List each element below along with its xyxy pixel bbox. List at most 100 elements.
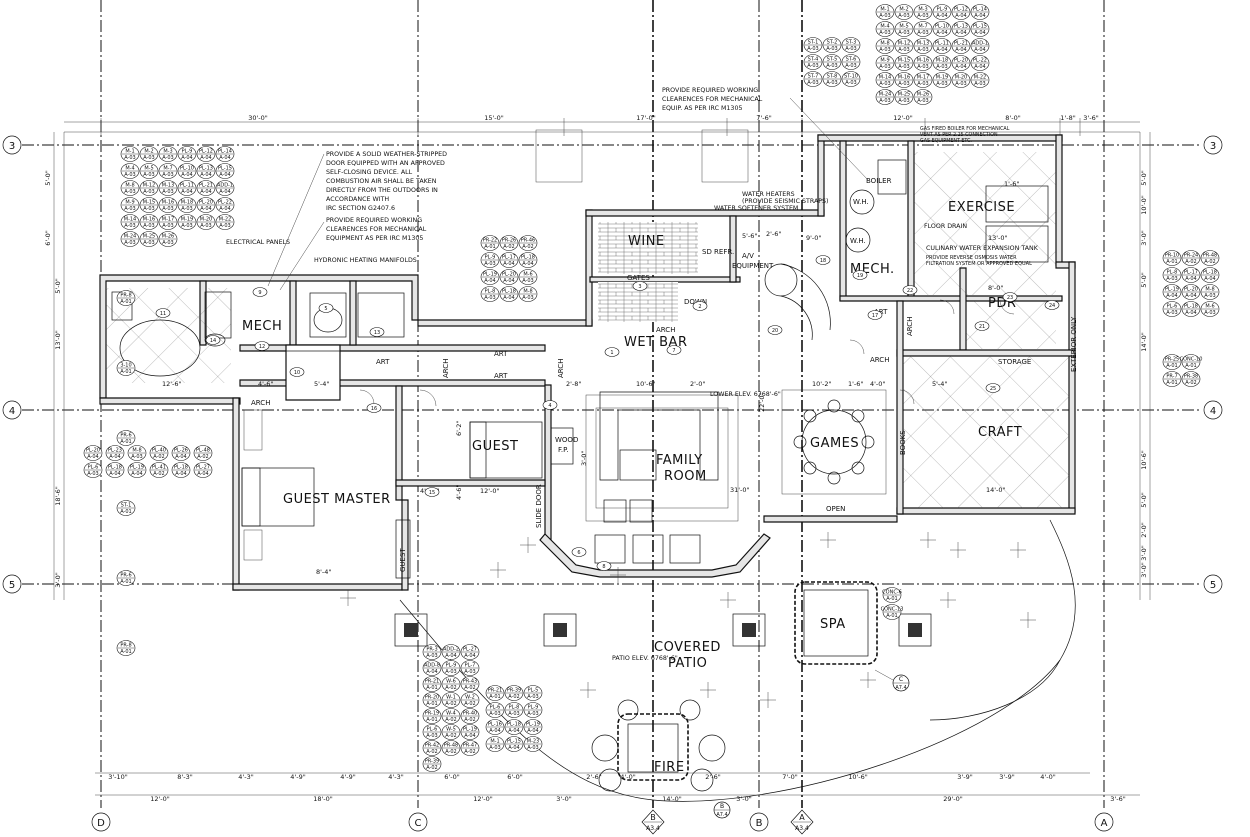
keynote-tag-text: M-24 (124, 234, 136, 240)
keynote-tag-text: A-03 (162, 206, 173, 212)
keynote-tag-text: A-04 (175, 454, 186, 460)
keynote-tag: PL-9A-04 (932, 4, 952, 20)
keynote-tag: PL-20A-04 (951, 55, 971, 71)
keynote-tag-text: PL-18 (1203, 270, 1217, 276)
door-tag: 5 (318, 303, 334, 313)
keynote-tag: ADD-1A-04 (970, 38, 990, 54)
keynote-tag-text: A-03 (845, 63, 856, 69)
keynote-tag: M-22A-03 (215, 214, 235, 230)
keynote-tag-text: A-04 (131, 471, 142, 477)
keynote-tag-text: PL-14 (973, 7, 987, 13)
keynote-tag-text: A-01 (120, 299, 131, 305)
keynote-tag: PR-10A-01 (1162, 250, 1182, 266)
keynote-tag-text: A-04 (200, 155, 211, 161)
keynote-tag-text: M-25 (898, 92, 910, 98)
tiled-floors (106, 152, 1069, 508)
door-tag: 21 (974, 321, 990, 331)
svg-text:3: 3 (9, 141, 15, 152)
svg-text:7'-6": 7'-6" (756, 114, 771, 122)
keynote-tag-text: A-03 (807, 80, 818, 86)
keynote-tag: PL-21A-04 (951, 38, 971, 54)
keynote-tag-text: A-04 (175, 471, 186, 477)
keynote-tag-text: A-04 (445, 653, 456, 659)
keynote-tag-text: M-5 (899, 24, 908, 30)
keynote-tag-text: A-04 (974, 13, 985, 19)
door-tag: 8 (596, 561, 612, 571)
keynote-tag: PL-19A-04 (127, 462, 147, 478)
keynote-tag-text: M-20 (955, 75, 967, 81)
keynote-tag-text: A-04 (200, 206, 211, 212)
keynote-tag: PL-9A-03 (441, 660, 461, 676)
note-gas-boiler: GAS FIRED BOILER FOR MECHANICAL VENT AS … (920, 126, 1010, 144)
room-craft: CRAFT (978, 425, 1022, 440)
keynote-tag-text: PR-21 (488, 688, 502, 694)
detail-marker-b: B A7.4 (713, 801, 731, 819)
keynote-tag-text: W-1 (446, 695, 456, 701)
keynote-tag-text: PL-9 (485, 255, 496, 261)
keynote-tag-text: CONC-6 (882, 590, 902, 596)
svg-text:4: 4 (1210, 406, 1216, 417)
keynote-tag: PR-40A-02 (460, 708, 480, 724)
keynote-tag: ST-1A-01 (116, 500, 136, 516)
dimension-text-top: 30'-0" 15'-0" 17'-0" 7'-6" 12'-0" 8'-0" … (248, 114, 1098, 122)
keynote-tag-text: M-6 (1205, 304, 1214, 310)
keynote-tag: PL-20A-04 (196, 197, 216, 213)
keynote-tag: M-12A-03 (139, 180, 159, 196)
svg-text:PROVIDE REQUIRED WORKING: PROVIDE REQUIRED WORKING (662, 87, 758, 94)
keynote-tag-text: A-03 (426, 733, 437, 739)
keynote-tag-text: PL-6 (427, 727, 438, 733)
keynote-tag-text: A-02 (197, 454, 208, 460)
svg-text:ARCH: ARCH (251, 399, 270, 407)
dimension-text-right: 5'-0" 10'-0" 3'-0" 5'-0" 14'-0" 10'-6" 5… (1140, 170, 1148, 577)
svg-text:DOWN: DOWN (684, 298, 707, 306)
svg-text:5'-4": 5'-4" (314, 380, 329, 388)
section-marker-a: A A3.4 (790, 809, 814, 835)
keynote-tag: PL-18A-04 (171, 462, 191, 478)
keynote-tag-text: PL-26 (174, 448, 188, 454)
keynote-tag: PL-8A-03 (504, 702, 524, 718)
keynote-tag-text: PL-9 (937, 7, 948, 13)
svg-text:GAS EQUIPMENT ETC.: GAS EQUIPMENT ETC. (920, 138, 972, 144)
keynote-tag-text: PL-21 (199, 183, 213, 189)
keynote-tag-text: PL-17 (1184, 270, 1198, 276)
door-tag-text: 15 (429, 490, 435, 496)
svg-text:5'-4": 5'-4" (932, 380, 947, 388)
keynote-tag: PL-23A-04 (105, 445, 125, 461)
keynote-tag: M-5A-03 (894, 21, 914, 37)
keynote-tag: PR-6A-01 (116, 570, 136, 586)
keynote-tag-text: A-03 (1166, 310, 1177, 316)
keynote-tag-text: M-20 (200, 217, 212, 223)
room-exercise: EXERCISE (948, 200, 1015, 215)
door-tag: 1 (604, 347, 620, 357)
keynote-tag-text: A-03 (879, 64, 890, 70)
keynote-tag-text: A-01 (1166, 363, 1177, 369)
keynote-tag-text: PL-10 (180, 166, 194, 172)
door-tag-text: 12 (259, 344, 265, 350)
keynote-tag-text: A-03 (845, 80, 856, 86)
keynote-tag-text: A-04 (219, 172, 230, 178)
svg-text:3: 3 (1210, 141, 1216, 152)
keynote-tag-text: ADD-1 (217, 183, 233, 189)
keynote-tag: PL-14A-04 (215, 146, 235, 162)
keynote-tag-text: M-18 (936, 58, 948, 64)
door-tag-text: 23 (1007, 295, 1013, 301)
keynote-tag-text: A-02 (1185, 380, 1196, 386)
keynote-tag-text: PR-39 (507, 688, 521, 694)
keynote-tag: M-23A-03 (523, 736, 543, 752)
room-covered-patio-1: COVERED (654, 640, 721, 655)
keynote-tag-text: A-03 (898, 64, 909, 70)
keynote-tag-text: A-04 (484, 278, 495, 284)
keynote-tag-text: A-04 (955, 64, 966, 70)
keynote-tag: PL-6A-03 (422, 724, 442, 740)
keynote-tag: M-3A-03 (158, 146, 178, 162)
keynote-tag: PL-16A-04 (485, 719, 505, 735)
grid-bubble-row-4-left: 4 (2, 400, 22, 420)
keynote-tag-text: 3-10 (120, 363, 131, 369)
svg-text:ARCH: ARCH (656, 326, 675, 334)
keynote-tag: M-26A-03 (158, 231, 178, 247)
keynote-tag-text: A-03 (124, 240, 135, 246)
keynote-tag-text: A-03 (522, 278, 533, 284)
keynote-tag-text: ST-7 (808, 74, 819, 80)
keynote-tag: ST-7A-03 (803, 71, 823, 87)
keynote-tag-text: A-03 (162, 155, 173, 161)
